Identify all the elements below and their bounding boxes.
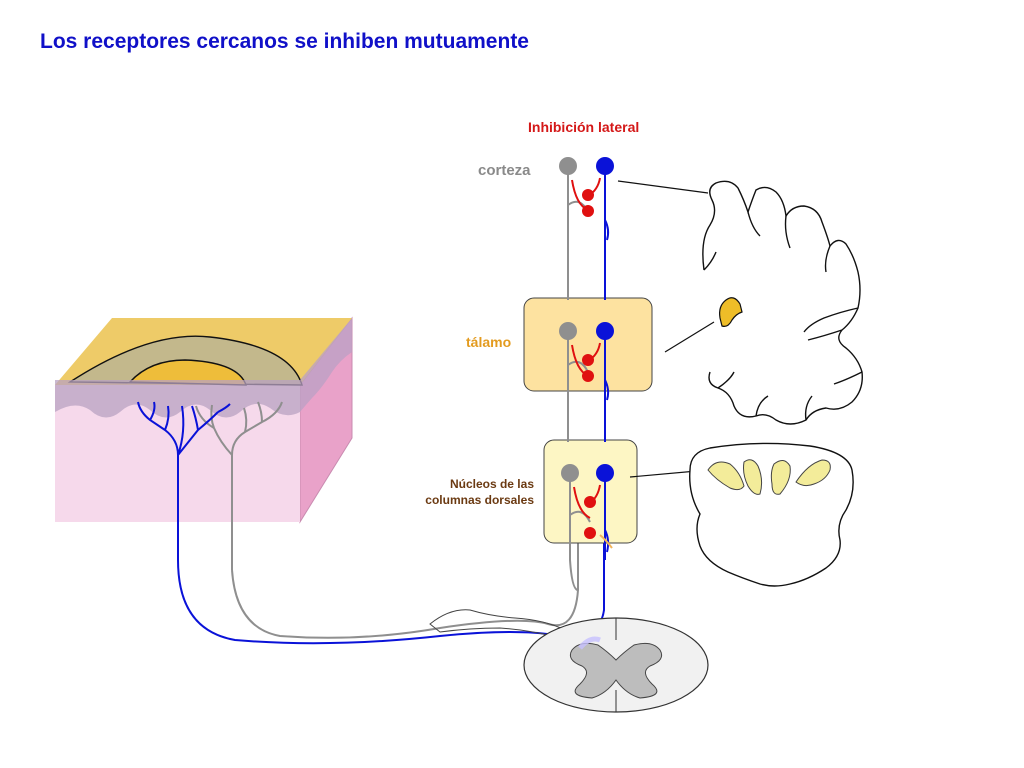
thalamus-gray-neuron <box>559 322 577 340</box>
spinal-cord-gray-matter <box>569 642 663 699</box>
page-title: Los receptores cercanos se inhiben mutua… <box>40 30 529 53</box>
epidermis-band <box>55 380 300 418</box>
gray-peripheral-axon <box>231 490 579 639</box>
brain-outline <box>702 180 863 425</box>
dorsal-blue-neuron <box>596 464 614 482</box>
thalamus-label: tálamo <box>466 334 512 350</box>
interneuron-somata <box>582 189 596 539</box>
epidermis-side-band <box>300 318 352 412</box>
receptive-field-inner <box>128 359 247 386</box>
ascending-axons <box>567 168 610 591</box>
thalamus-box <box>523 297 653 392</box>
dorsal-gray-neuron <box>561 464 579 482</box>
lateral-inhibition-label: Inhibición lateral <box>528 119 640 135</box>
skin-block <box>55 316 353 570</box>
brain-coronal-section <box>702 180 863 425</box>
dorsal-column-nuclei-label: Núcleos de las columnas dorsales <box>425 477 534 507</box>
gray-receptor-branches <box>195 401 283 570</box>
blue-receptor-branches <box>137 401 231 560</box>
thalamus-blue-neuron <box>596 322 614 340</box>
medulla-section <box>689 442 854 587</box>
cortex-gray-neuron <box>559 157 577 175</box>
dorsal-column-nuclei-lobes <box>707 459 831 495</box>
thalamus-nucleus-highlight <box>719 297 743 327</box>
dorsal-root-ganglion <box>429 609 566 639</box>
spinal-cord-section <box>523 617 709 713</box>
cortex-label: corteza <box>478 162 531 179</box>
cortex-blue-neuron <box>596 157 614 175</box>
relay-neurons <box>559 157 614 482</box>
